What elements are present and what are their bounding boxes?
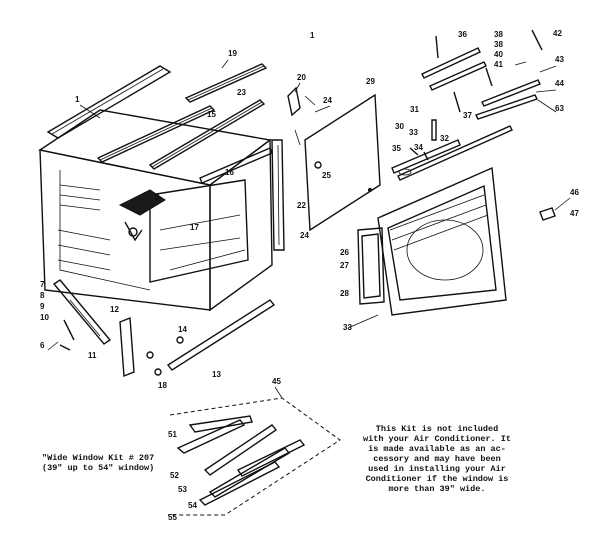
leader-lines <box>47 59 571 399</box>
kit-note: This Kit is not included with your Air C… <box>357 424 517 494</box>
label-part: 55 <box>168 513 177 522</box>
label-part: 36 <box>458 30 467 39</box>
kit-note-line: with your Air Conditioner. It <box>363 434 511 444</box>
label-part: 45 <box>272 377 281 386</box>
top-rail-1 <box>46 65 172 139</box>
label-part: 29 <box>366 77 375 86</box>
label-part: 37 <box>463 111 472 120</box>
label-part: 41 <box>494 60 503 69</box>
label-part: 40 <box>494 50 503 59</box>
label-part: 44 <box>555 79 564 88</box>
front-grille <box>357 166 507 316</box>
label-part: 28 <box>340 289 349 298</box>
label-part: 24 <box>323 96 332 105</box>
label-part: 19 <box>228 49 237 58</box>
label-part: 31 <box>410 105 419 114</box>
lower-left-parts <box>52 279 276 378</box>
label-part: 16 <box>225 168 234 177</box>
kit-note-line: used in installing your Air <box>368 464 506 474</box>
label-part: 1 <box>75 95 80 104</box>
kit-caption-line: "Wide Window Kit # 207 <box>42 453 155 463</box>
label-part: 43 <box>555 55 564 64</box>
label-part: 22 <box>297 201 306 210</box>
label-part: 23 <box>237 88 246 97</box>
label-part: 8 <box>40 291 45 300</box>
label-part: 17 <box>190 223 199 232</box>
hardware-set <box>421 29 543 141</box>
part-labels: 1 1 19 23 15 16 3 17 20 24 22 25 24 29 3… <box>40 29 579 522</box>
label-part: 12 <box>110 305 119 314</box>
label-part: 11 <box>88 351 97 360</box>
label-part: 18 <box>158 381 167 390</box>
label-part: 20 <box>297 73 306 82</box>
label-part: 52 <box>170 471 179 480</box>
label-part: 27 <box>340 261 349 270</box>
wide-window-kit <box>168 397 341 516</box>
top-rail-19 <box>184 63 268 103</box>
kit-note-line: is made available as an ac- <box>368 444 506 454</box>
label-part: 34 <box>414 143 423 152</box>
rail-15 <box>96 105 216 163</box>
label-part: 33 <box>409 128 418 137</box>
label-part: 13 <box>212 370 221 379</box>
label-part: 35 <box>392 144 401 153</box>
kit-caption-line: (39" up to 54" window) <box>42 463 155 473</box>
screw-47 <box>539 207 556 221</box>
label-part: 38 <box>494 40 503 49</box>
label-part: 46 <box>570 188 579 197</box>
label-part: 33 <box>343 323 352 332</box>
label-part: 38 <box>494 30 503 39</box>
label-part: 54 <box>188 501 197 510</box>
label-part: 32 <box>440 134 449 143</box>
label-part: 47 <box>570 209 579 218</box>
label-part: 24 <box>300 231 309 240</box>
kit-note-line: Conditioner if the window is <box>365 474 509 484</box>
label-part: 63 <box>555 104 564 113</box>
label-part: 1 <box>310 31 315 40</box>
label-part: 30 <box>395 122 404 131</box>
label-part: 10 <box>40 313 49 322</box>
label-part: 26 <box>340 248 349 257</box>
label-part: 14 <box>178 325 187 334</box>
grille-rails <box>391 125 513 181</box>
label-part: 3 <box>155 193 160 202</box>
label-part: 25 <box>322 171 331 180</box>
kit-note-line: This Kit is not included <box>375 424 499 434</box>
kit-caption: "Wide Window Kit # 207 (39" up to 54" wi… <box>42 453 182 473</box>
label-part: 51 <box>168 430 177 439</box>
cabinet <box>38 109 273 312</box>
kit-note-line: cessory and may have been <box>373 454 501 464</box>
label-part: 42 <box>553 29 562 38</box>
curtain-parts <box>271 86 316 251</box>
rail-23 <box>148 99 266 170</box>
label-part: 9 <box>40 302 45 311</box>
filter-panel <box>304 93 381 232</box>
kit-note-line: more than 39" wide. <box>388 484 486 494</box>
label-part: 53 <box>178 485 187 494</box>
label-part: 15 <box>207 110 216 119</box>
label-part: 6 <box>40 341 45 350</box>
label-part: 7 <box>40 280 45 289</box>
